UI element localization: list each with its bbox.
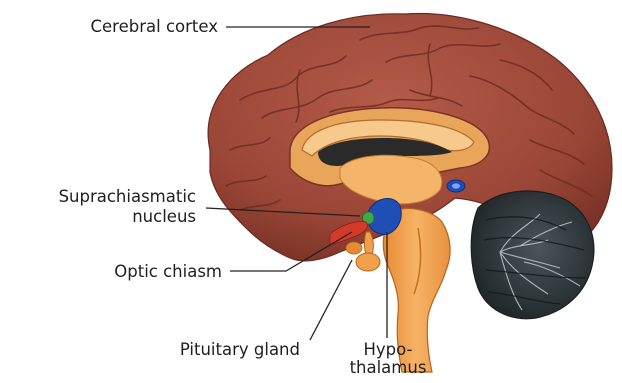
pituitary-gland-shape [356,253,380,271]
label-hypothalamus-line1: Hypo- [346,340,430,359]
label-optic-chiasm: Optic chiasm [80,262,222,281]
label-pituitary-gland: Pituitary gland [150,340,300,359]
label-suprachiasmatic-line1: Suprachiasmatic [4,187,196,206]
label-suprachiasmatic-line2: nucleus [4,207,196,226]
label-cerebral-cortex: Cerebral cortex [66,17,218,36]
leader-pituitary-gland [310,260,352,340]
pineal-highlight [452,183,460,188]
label-hypothalamus-line2: thalamus [346,358,430,377]
mammillary-body [346,242,362,254]
